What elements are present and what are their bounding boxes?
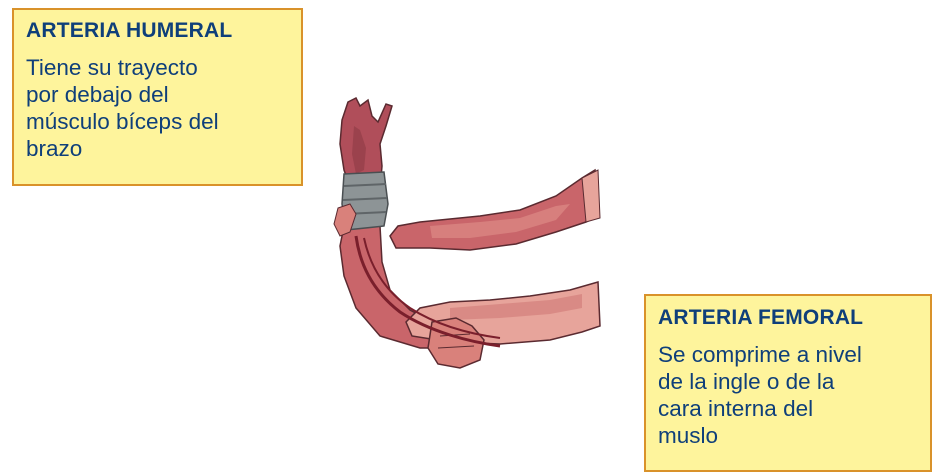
arm-compression-illustration bbox=[320, 86, 610, 386]
femoral-artery-title: ARTERIA FEMORAL bbox=[658, 305, 918, 331]
humeral-artery-box: ARTERIA HUMERAL Tiene su trayecto por de… bbox=[12, 8, 303, 186]
femoral-artery-description: Se comprime a nivel de la ingle o de la … bbox=[658, 341, 918, 449]
humeral-artery-title: ARTERIA HUMERAL bbox=[26, 18, 289, 44]
humeral-text-line: brazo bbox=[26, 136, 82, 161]
femoral-text-line: cara interna del bbox=[658, 396, 813, 421]
femoral-text-line: de la ingle o de la bbox=[658, 369, 834, 394]
arm-compression-illustration-svg bbox=[320, 86, 610, 386]
femoral-text-line: Se comprime a nivel bbox=[658, 342, 862, 367]
helper-upper-forearm bbox=[390, 170, 598, 250]
femoral-text-line: muslo bbox=[658, 423, 718, 448]
humeral-artery-description: Tiene su trayecto por debajo del músculo… bbox=[26, 54, 289, 162]
humeral-text-line: Tiene su trayecto bbox=[26, 55, 198, 80]
humeral-text-line: músculo bíceps del bbox=[26, 109, 219, 134]
femoral-artery-box: ARTERIA FEMORAL Se comprime a nivel de l… bbox=[644, 294, 932, 472]
humeral-text-line: por debajo del bbox=[26, 82, 169, 107]
